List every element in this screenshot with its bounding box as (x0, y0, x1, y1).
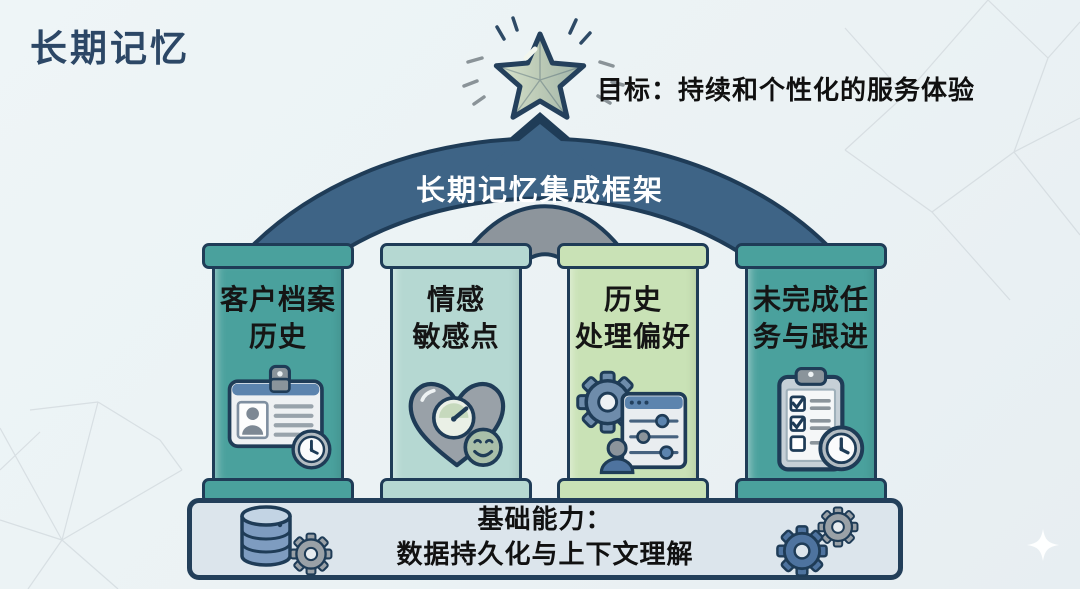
pillar-label: 历史处理偏好 (574, 284, 691, 352)
pillar-label: 未完成任务与跟进 (752, 284, 869, 352)
framework-arch (238, 112, 842, 301)
database-gear-icon (240, 505, 333, 576)
id-card-clock-icon (227, 364, 332, 470)
pillar-cap (202, 243, 354, 269)
clipboard-clock-icon (777, 366, 865, 472)
pillar-body: 未完成任务与跟进 (745, 265, 877, 482)
pillar-label: 客户档案历史 (219, 284, 336, 352)
pillar-open-tasks: 未完成任务与跟进 (735, 243, 887, 504)
double-gear-icon (775, 506, 859, 577)
pillar-cap (557, 243, 709, 269)
gear-settings-person-icon (575, 370, 688, 475)
pillar-body: 历史处理偏好 (567, 265, 699, 482)
pillar-cap (735, 243, 887, 269)
pillar-customer-profile: 客户档案历史 (202, 243, 354, 504)
pillar-body: 情感敏感点 (390, 265, 522, 482)
arch-label: 长期记忆集成框架 (415, 175, 664, 207)
page-title: 长期记忆 (30, 28, 190, 69)
star-icon (462, 16, 625, 120)
foundation-label: 基础能力： 数据持久化与上下文理解 (396, 504, 694, 569)
pillar-body: 客户档案历史 (212, 265, 344, 482)
pillar-history-preferences: 历史处理偏好 (557, 243, 709, 504)
pillar-emotion-sensitivity: 情感敏感点 (380, 243, 532, 504)
sparkle-icon (1027, 529, 1059, 561)
goal-text: 目标：持续和个性化的服务体验 (597, 75, 976, 105)
heart-gauge-smiley-icon (408, 381, 506, 468)
pillar-label: 情感敏感点 (412, 284, 500, 352)
pillar-cap (380, 243, 532, 269)
